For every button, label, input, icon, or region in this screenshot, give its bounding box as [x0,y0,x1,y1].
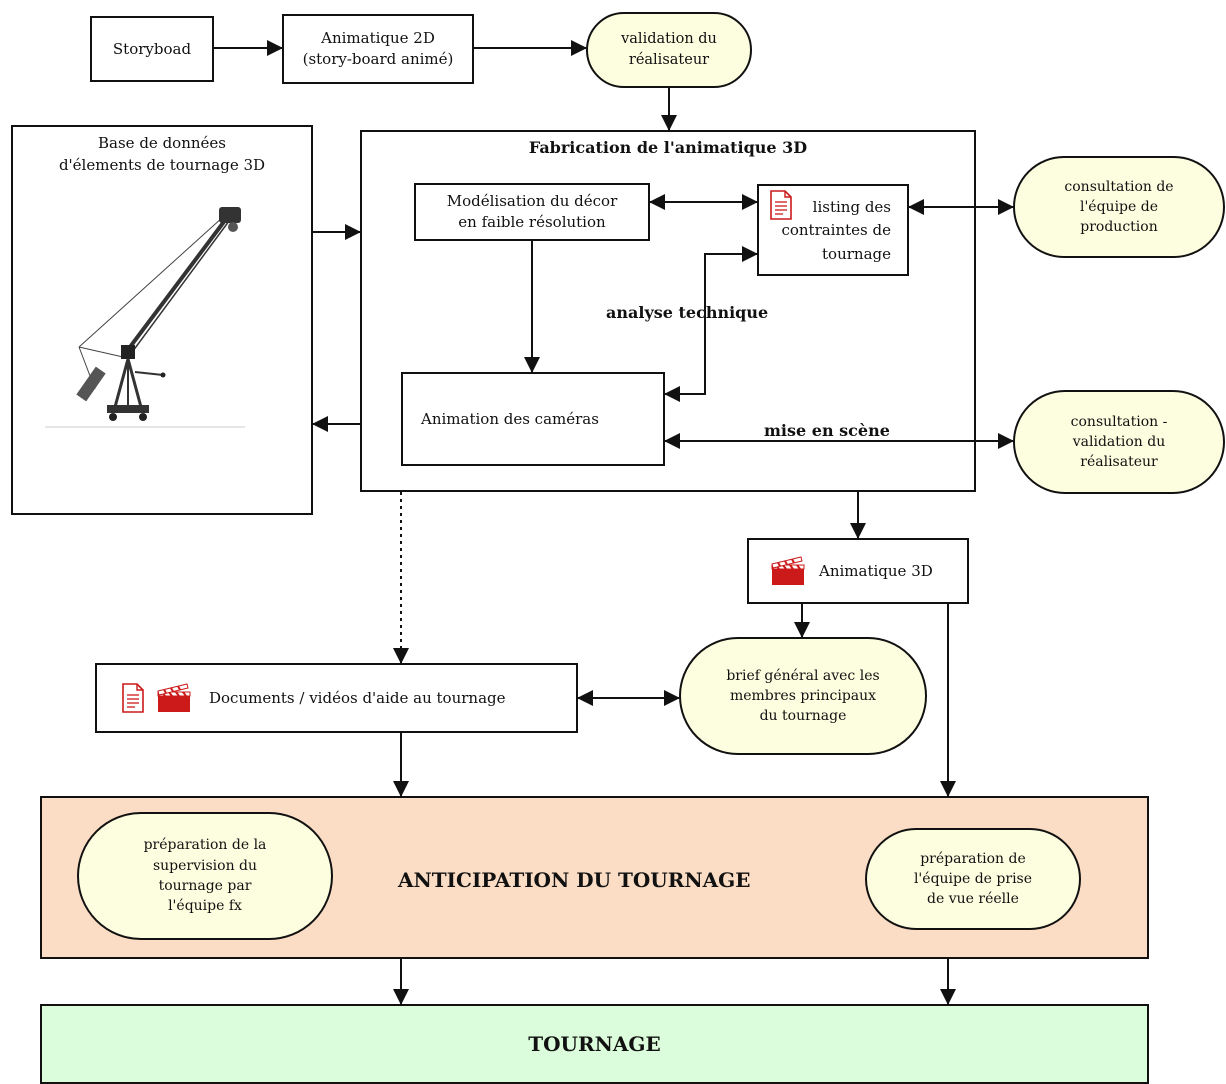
documents-videos-box: Documents / vidéos d'aide au tournage [95,663,578,733]
base-donnees-box: Base de données d'élements de tournage 3… [11,125,313,515]
listing-contraintes-box: listing des contraintes de tournage [757,184,909,276]
brief-general-label: brief général avec les membres principau… [726,667,880,725]
preparation-supervision-pill: préparation de la supervision du tournag… [77,812,333,940]
validation-realisateur-label: validation du réalisateur [621,30,717,68]
anticipation-tournage-label: ANTICIPATION DU TOURNAGE [398,868,751,892]
validation-realisateur-pill: validation du réalisateur [586,12,752,88]
document-icon [122,683,144,713]
fabrication-title: Fabrication de l'animatique 3D [528,138,808,157]
preparation-supervision-label: préparation de la supervision du tournag… [143,837,267,915]
consultation-production-label: consultation de l'équipe de production [1064,178,1174,236]
consultation-production-pill: consultation de l'équipe de production [1013,156,1225,258]
animatique-2d-label: Animatique 2D (story-board animé) [302,29,454,68]
document-icon [770,190,792,220]
animation-cameras-box: Animation des caméras [401,372,665,466]
listing-contraintes-label: listing des contraintes de tournage [781,198,891,263]
clapperboard-icon [771,556,805,585]
preparation-equipe-label: préparation de l'équipe de prise de vue … [913,850,1033,908]
consultation-validation-pill: consultation - validation du réalisateur [1013,390,1225,494]
storyboard-box: Storyboad [90,16,214,82]
tournage-label: TOURNAGE [528,1032,661,1056]
camera-crane-icon [45,207,245,428]
animatique-3d-label: Animatique 3D [819,561,933,580]
consultation-validation-label: consultation - validation du réalisateur [1070,413,1168,471]
modelisation-box: Modélisation du décor en faible résoluti… [414,183,650,241]
animatique-2d-box: Animatique 2D (story-board animé) [282,14,474,84]
modelisation-label: Modélisation du décor en faible résoluti… [446,192,618,231]
preparation-equipe-pill: préparation de l'équipe de prise de vue … [865,828,1081,930]
clapperboard-icon [157,683,191,712]
arrow-analyse-technique [664,246,758,402]
animation-cameras-label: Animation des caméras [421,409,599,428]
animatique-3d-box: Animatique 3D [747,538,969,604]
documents-videos-label: Documents / vidéos d'aide au tournage [209,688,506,707]
base-donnees-label: Base de données d'élements de tournage 3… [58,134,266,174]
storyboard-label: Storyboad [112,39,192,58]
brief-general-pill: brief général avec les membres principau… [679,637,927,755]
